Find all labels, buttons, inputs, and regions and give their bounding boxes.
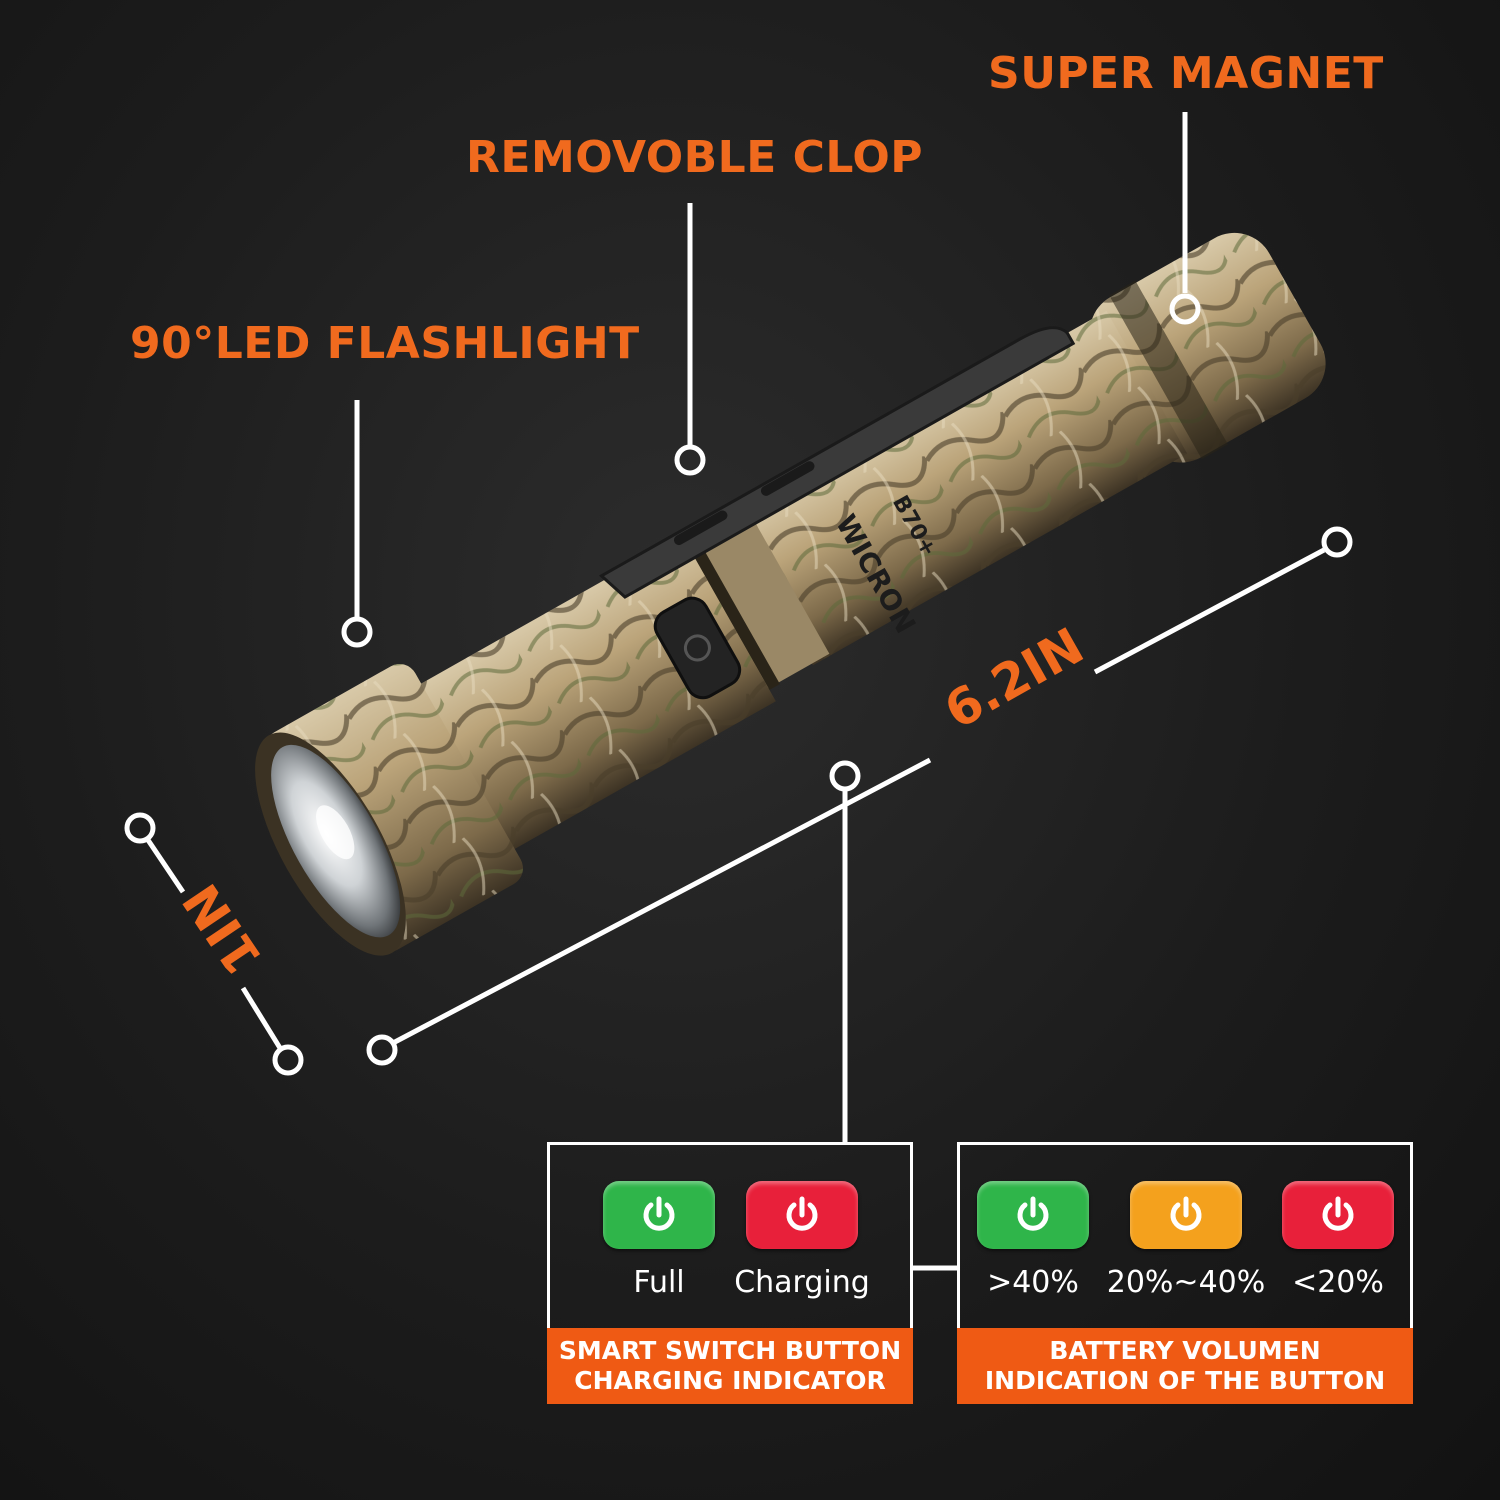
magnet-leader-dot (1169, 293, 1201, 325)
power-icon (1322, 1196, 1354, 1231)
charging-footer-line2: CHARGING INDICATOR (574, 1366, 886, 1395)
length-dimension-line-b (1093, 547, 1326, 675)
led-leader-dot (341, 616, 373, 648)
battery-high-indicator-button (977, 1181, 1089, 1249)
full-indicator-button (603, 1181, 715, 1249)
battery-footer-line1: BATTERY VOLUMEN (1049, 1336, 1321, 1365)
battery-mid-label: 20%~40% (1106, 1265, 1266, 1300)
battery-mid-indicator-button (1130, 1181, 1242, 1249)
length-dimension-line-a (391, 757, 932, 1046)
length-end-dot-right (1321, 526, 1353, 558)
battery-low-indicator-button (1282, 1181, 1394, 1249)
power-icon (786, 1196, 818, 1231)
charging-label: Charging (734, 1265, 870, 1300)
clip-leader-dot (674, 444, 706, 476)
diameter-line-b (240, 986, 283, 1050)
removable-clip-callout: REMOVOBLE CLOP (466, 132, 923, 183)
battery-high-label: >40% (987, 1265, 1079, 1300)
led-flashlight-callout: 90°LED FLASHLIGHT (130, 318, 640, 369)
leader-lines (124, 112, 1353, 1271)
diameter-end-dot-top (124, 812, 156, 844)
power-icon (643, 1196, 675, 1231)
diameter-end-dot-bottom (272, 1044, 304, 1076)
charging-indicator-button (746, 1181, 858, 1249)
super-magnet-callout: SUPER MAGNET (988, 48, 1384, 99)
battery-footer-line2: INDICATION OF THE BUTTON (984, 1366, 1386, 1395)
battery-indicator-panel: >40% 20%~40% <20% BATTERY VOLUMEN INDICA… (957, 1142, 1413, 1404)
length-end-dot-left (366, 1034, 398, 1066)
full-label: Full (633, 1265, 685, 1300)
flashlight: WICRON B70+ (255, 232, 1326, 956)
charging-panel-footer: SMART SWITCH BUTTON CHARGING INDICATOR (547, 1328, 913, 1404)
power-icon (1017, 1196, 1049, 1231)
battery-low-label: <20% (1292, 1265, 1384, 1300)
charging-indicator-panel: Full Charging SMART SWITCH BUTTON CHARGI… (547, 1142, 913, 1404)
diameter-line-a (145, 838, 186, 894)
button-leader-dot (829, 760, 861, 792)
power-icon (1170, 1196, 1202, 1231)
charging-footer-line1: SMART SWITCH BUTTON (558, 1336, 902, 1365)
battery-panel-footer: BATTERY VOLUMEN INDICATION OF THE BUTTON (957, 1328, 1413, 1404)
